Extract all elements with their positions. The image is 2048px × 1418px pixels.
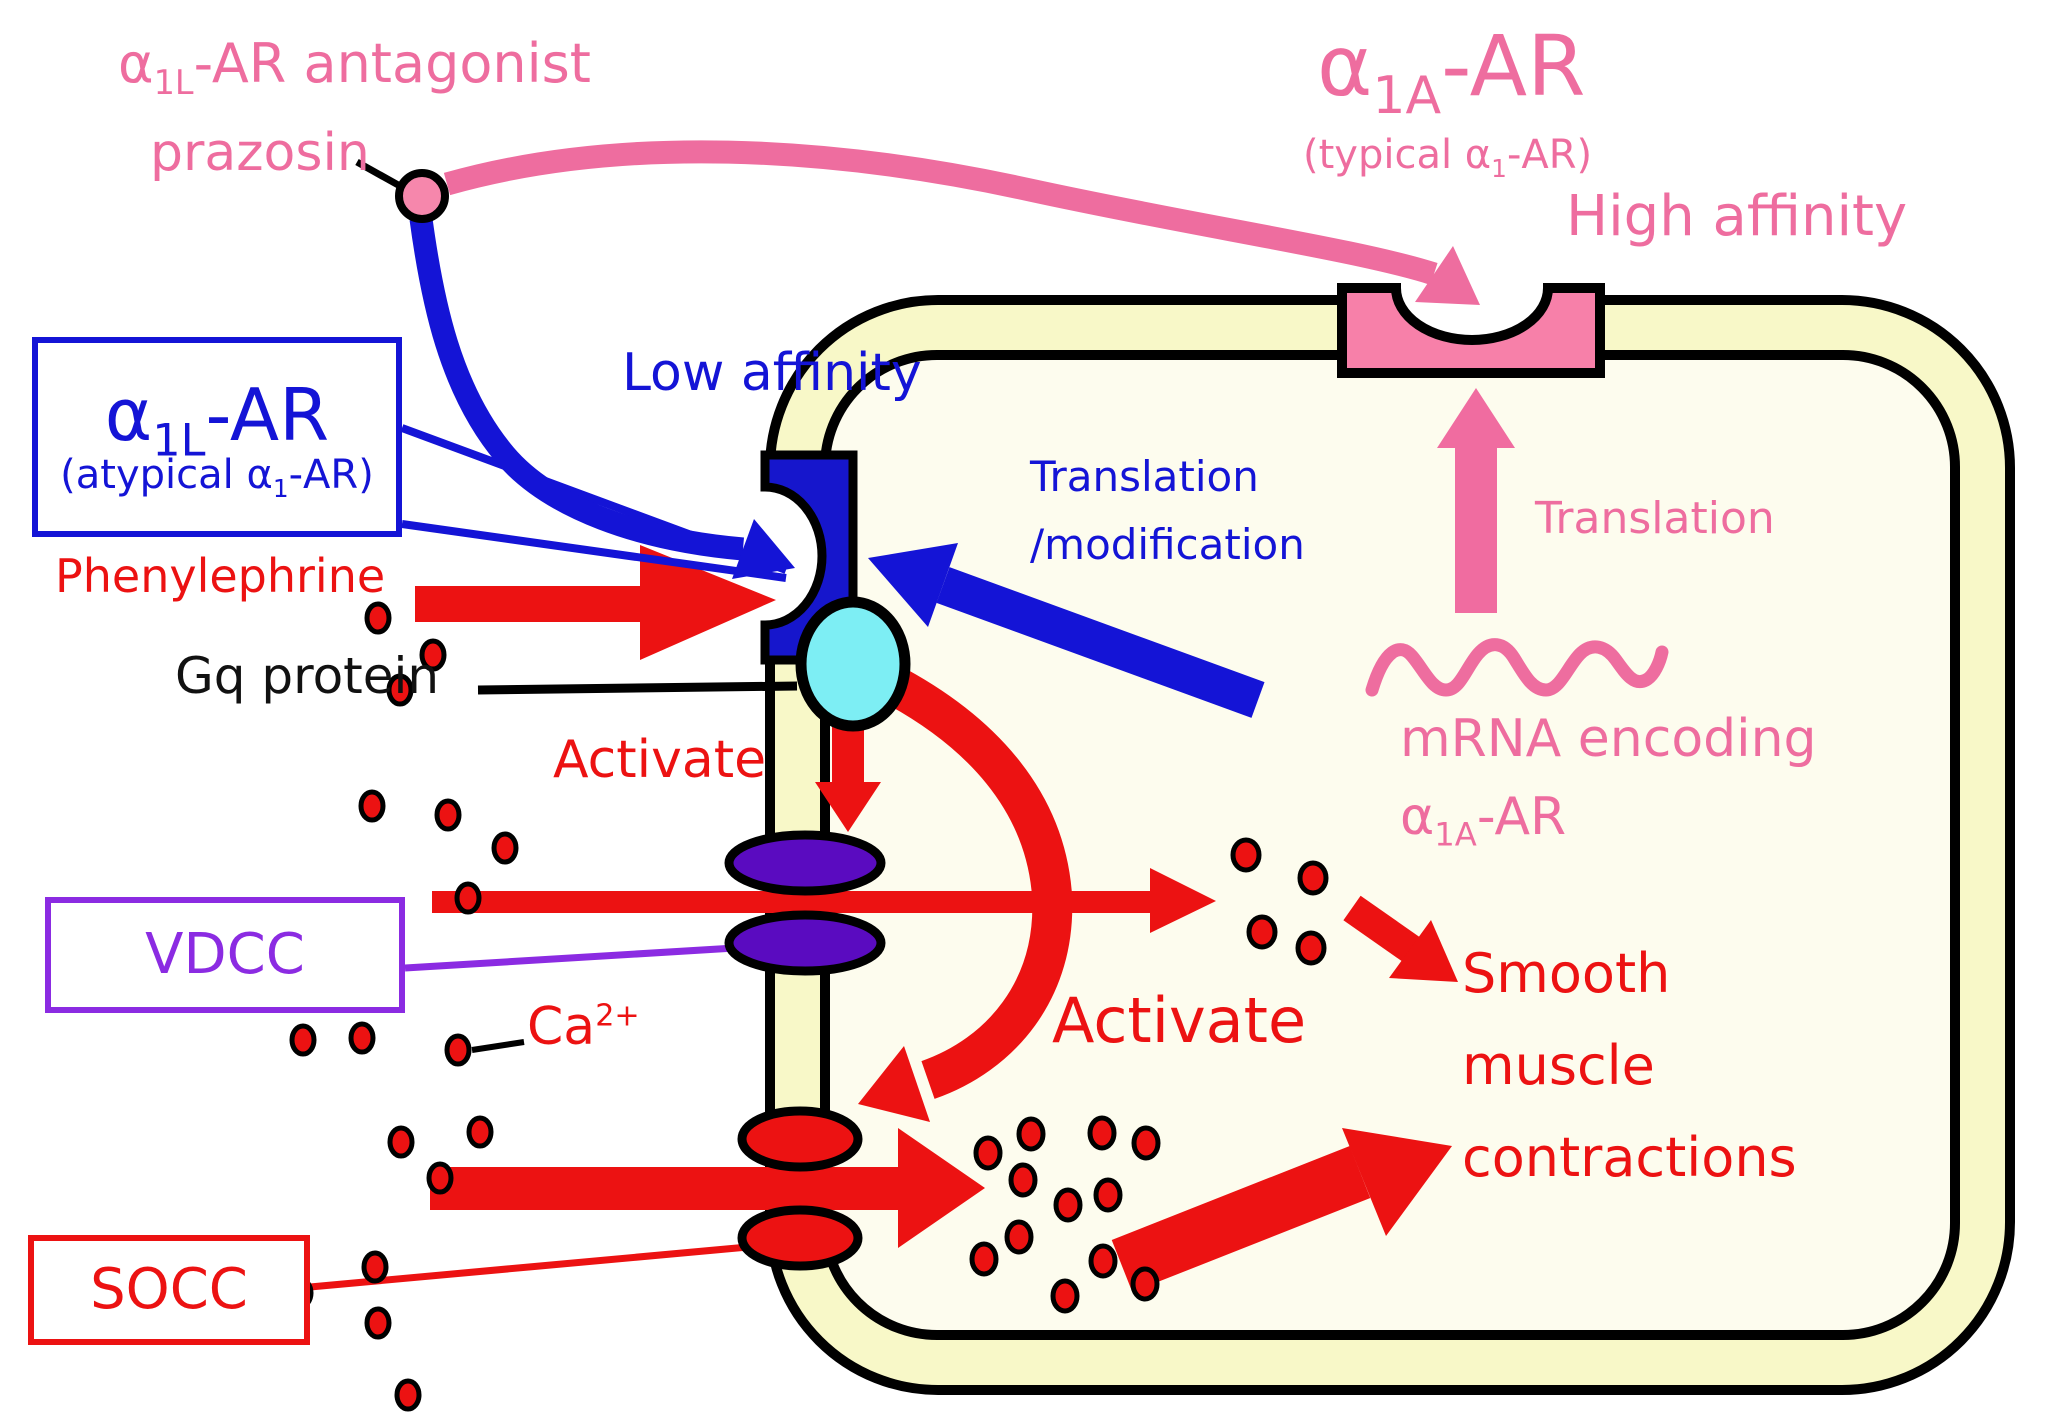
gq-protein-label: Gq protein: [175, 647, 440, 705]
high-affinity-label: High affinity: [1566, 184, 1908, 249]
calcium-ion-dot: [364, 1306, 392, 1340]
socc-label: SOCC: [90, 1256, 248, 1322]
mrna-label-line2: α1A-AR: [1400, 787, 1567, 854]
socc-channel-upper: [737, 1106, 863, 1172]
low-affinity-label: Low affinity: [622, 343, 922, 403]
calcium-ion-dot: [1130, 1266, 1160, 1302]
calcium-ion-dot: [434, 798, 462, 832]
antagonist-drug-label: prazosin: [150, 123, 370, 183]
a1a-receptor-shape: [1337, 283, 1605, 378]
prazosin-a1l-arrowhead: [732, 519, 795, 579]
outcome-label-line2: muscle: [1462, 1034, 1655, 1097]
socc-label-box: SOCC: [28, 1235, 310, 1345]
translation-modification-label-line2: /modification: [1030, 520, 1305, 569]
translation-modification-label-line1: Translation: [1030, 452, 1259, 501]
a1a-typical-label: (typical α1-AR): [1303, 132, 1593, 183]
a1a-receptor-title: α1A-AR: [1317, 17, 1586, 126]
calcium-pointer-line: [471, 1039, 525, 1053]
gq-pointer-line: [477, 681, 798, 695]
calcium-ion-dot: [444, 1033, 472, 1067]
calcium-ion-dot: [969, 1241, 999, 1277]
socc-channel-lower: [737, 1205, 863, 1271]
mrna-squiggle: [1365, 638, 1669, 697]
a1l-receptor-label-box: α1L-AR (atypical α1-AR): [32, 337, 402, 537]
translation-label: Translation: [1535, 493, 1775, 544]
calcium-ions-extracellular: [286, 601, 519, 1412]
calcium-ion-dot: [358, 789, 386, 823]
calcium-ion-dot: [364, 601, 392, 635]
gq-protein-oval: [795, 596, 911, 732]
prazosin-a1l-curve: [409, 217, 745, 561]
gq-vdcc-activate-arrow: [815, 722, 881, 832]
prazosin-a1a-arrowhead: [1415, 246, 1480, 305]
outcome-label-line3: contractions: [1462, 1126, 1797, 1189]
calcium-ion-dot: [454, 881, 482, 915]
calcium-ion-dot: [491, 831, 519, 865]
calcium-ion-dot: [466, 1115, 494, 1149]
calcium-ions-vdcc-influx: [1230, 837, 1329, 966]
translation-modification-arrow-shaft: [936, 567, 1265, 718]
calcium-ion-dot: [1131, 1125, 1161, 1161]
antagonist-label: α1L-AR antagonist: [118, 32, 591, 102]
calcium-ion-dot: [426, 1161, 454, 1195]
vdcc-label-box: VDCC: [45, 897, 405, 1013]
calcium-label: Ca2+: [527, 997, 640, 1057]
phenylephrine-label: Phenylephrine: [55, 549, 386, 603]
calcium-ion-dot: [1050, 1278, 1080, 1314]
calcium-ion-dot: [289, 1023, 317, 1057]
vdcc-calcium-outcome-arrow-shaft: [1343, 895, 1421, 963]
prazosin-ligand-circle: [395, 169, 449, 223]
calcium-ions-socc-influx: [969, 1115, 1161, 1314]
vdcc-pointer-line: [404, 944, 736, 972]
a1l-atypical-label: (atypical α1-AR): [60, 451, 374, 503]
activate-gq-label: Activate: [553, 730, 767, 790]
outcome-label-line1: Smooth: [1462, 942, 1671, 1005]
phenylephrine-arrow: [415, 545, 776, 660]
calcium-ion-dot: [1093, 1177, 1123, 1213]
vdcc-channel-lower: [724, 910, 886, 976]
activate-calcium-label: Activate: [1052, 984, 1307, 1057]
translation-modification-arrowhead: [868, 543, 958, 627]
calcium-ion-dot: [1008, 1162, 1038, 1198]
calcium-ion-dot: [1295, 930, 1327, 966]
vdcc-calcium-influx-arrow: [432, 868, 1216, 933]
gq-socc-activate-arrowhead: [858, 1046, 930, 1122]
socc-calcium-outcome-arrowhead: [1342, 1128, 1452, 1236]
a1l-receptor-title: α1L-AR: [104, 373, 330, 467]
calcium-ion-dot: [394, 1378, 422, 1412]
calcium-ion-dot: [973, 1135, 1003, 1171]
prazosin-a1a-curve: [443, 140, 1438, 285]
calcium-ion-dot: [419, 638, 447, 672]
calcium-ion-dot: [348, 1021, 376, 1055]
calcium-ion-dot: [1230, 837, 1262, 873]
gq-socc-activate-arc: [878, 664, 1073, 1099]
calcium-ion-dot: [386, 673, 414, 707]
vdcc-label: VDCC: [145, 921, 305, 987]
calcium-ion-dot: [1053, 1187, 1083, 1223]
vdcc-channel-upper: [724, 830, 886, 896]
calcium-ion-dot: [361, 1250, 389, 1284]
calcium-ion-dot: [1004, 1219, 1034, 1255]
calcium-ion-dot: [1297, 860, 1329, 896]
prazosin-pointer-line: [355, 158, 402, 190]
calcium-ion-dot: [387, 1125, 415, 1159]
calcium-ion-dot: [1246, 914, 1278, 950]
a1l-pointer-line-lower: [401, 520, 787, 582]
translation-arrow: [1437, 388, 1515, 613]
socc-calcium-outcome-arrow-shaft: [1111, 1145, 1371, 1293]
calcium-ion-dot: [1087, 1115, 1117, 1151]
calcium-ion-dot: [1088, 1243, 1118, 1279]
calcium-ion-dot: [1016, 1116, 1046, 1152]
socc-calcium-influx-arrow: [430, 1128, 985, 1248]
mrna-label-line1: mRNA encoding: [1400, 709, 1817, 769]
vdcc-calcium-outcome-arrowhead: [1389, 920, 1458, 982]
